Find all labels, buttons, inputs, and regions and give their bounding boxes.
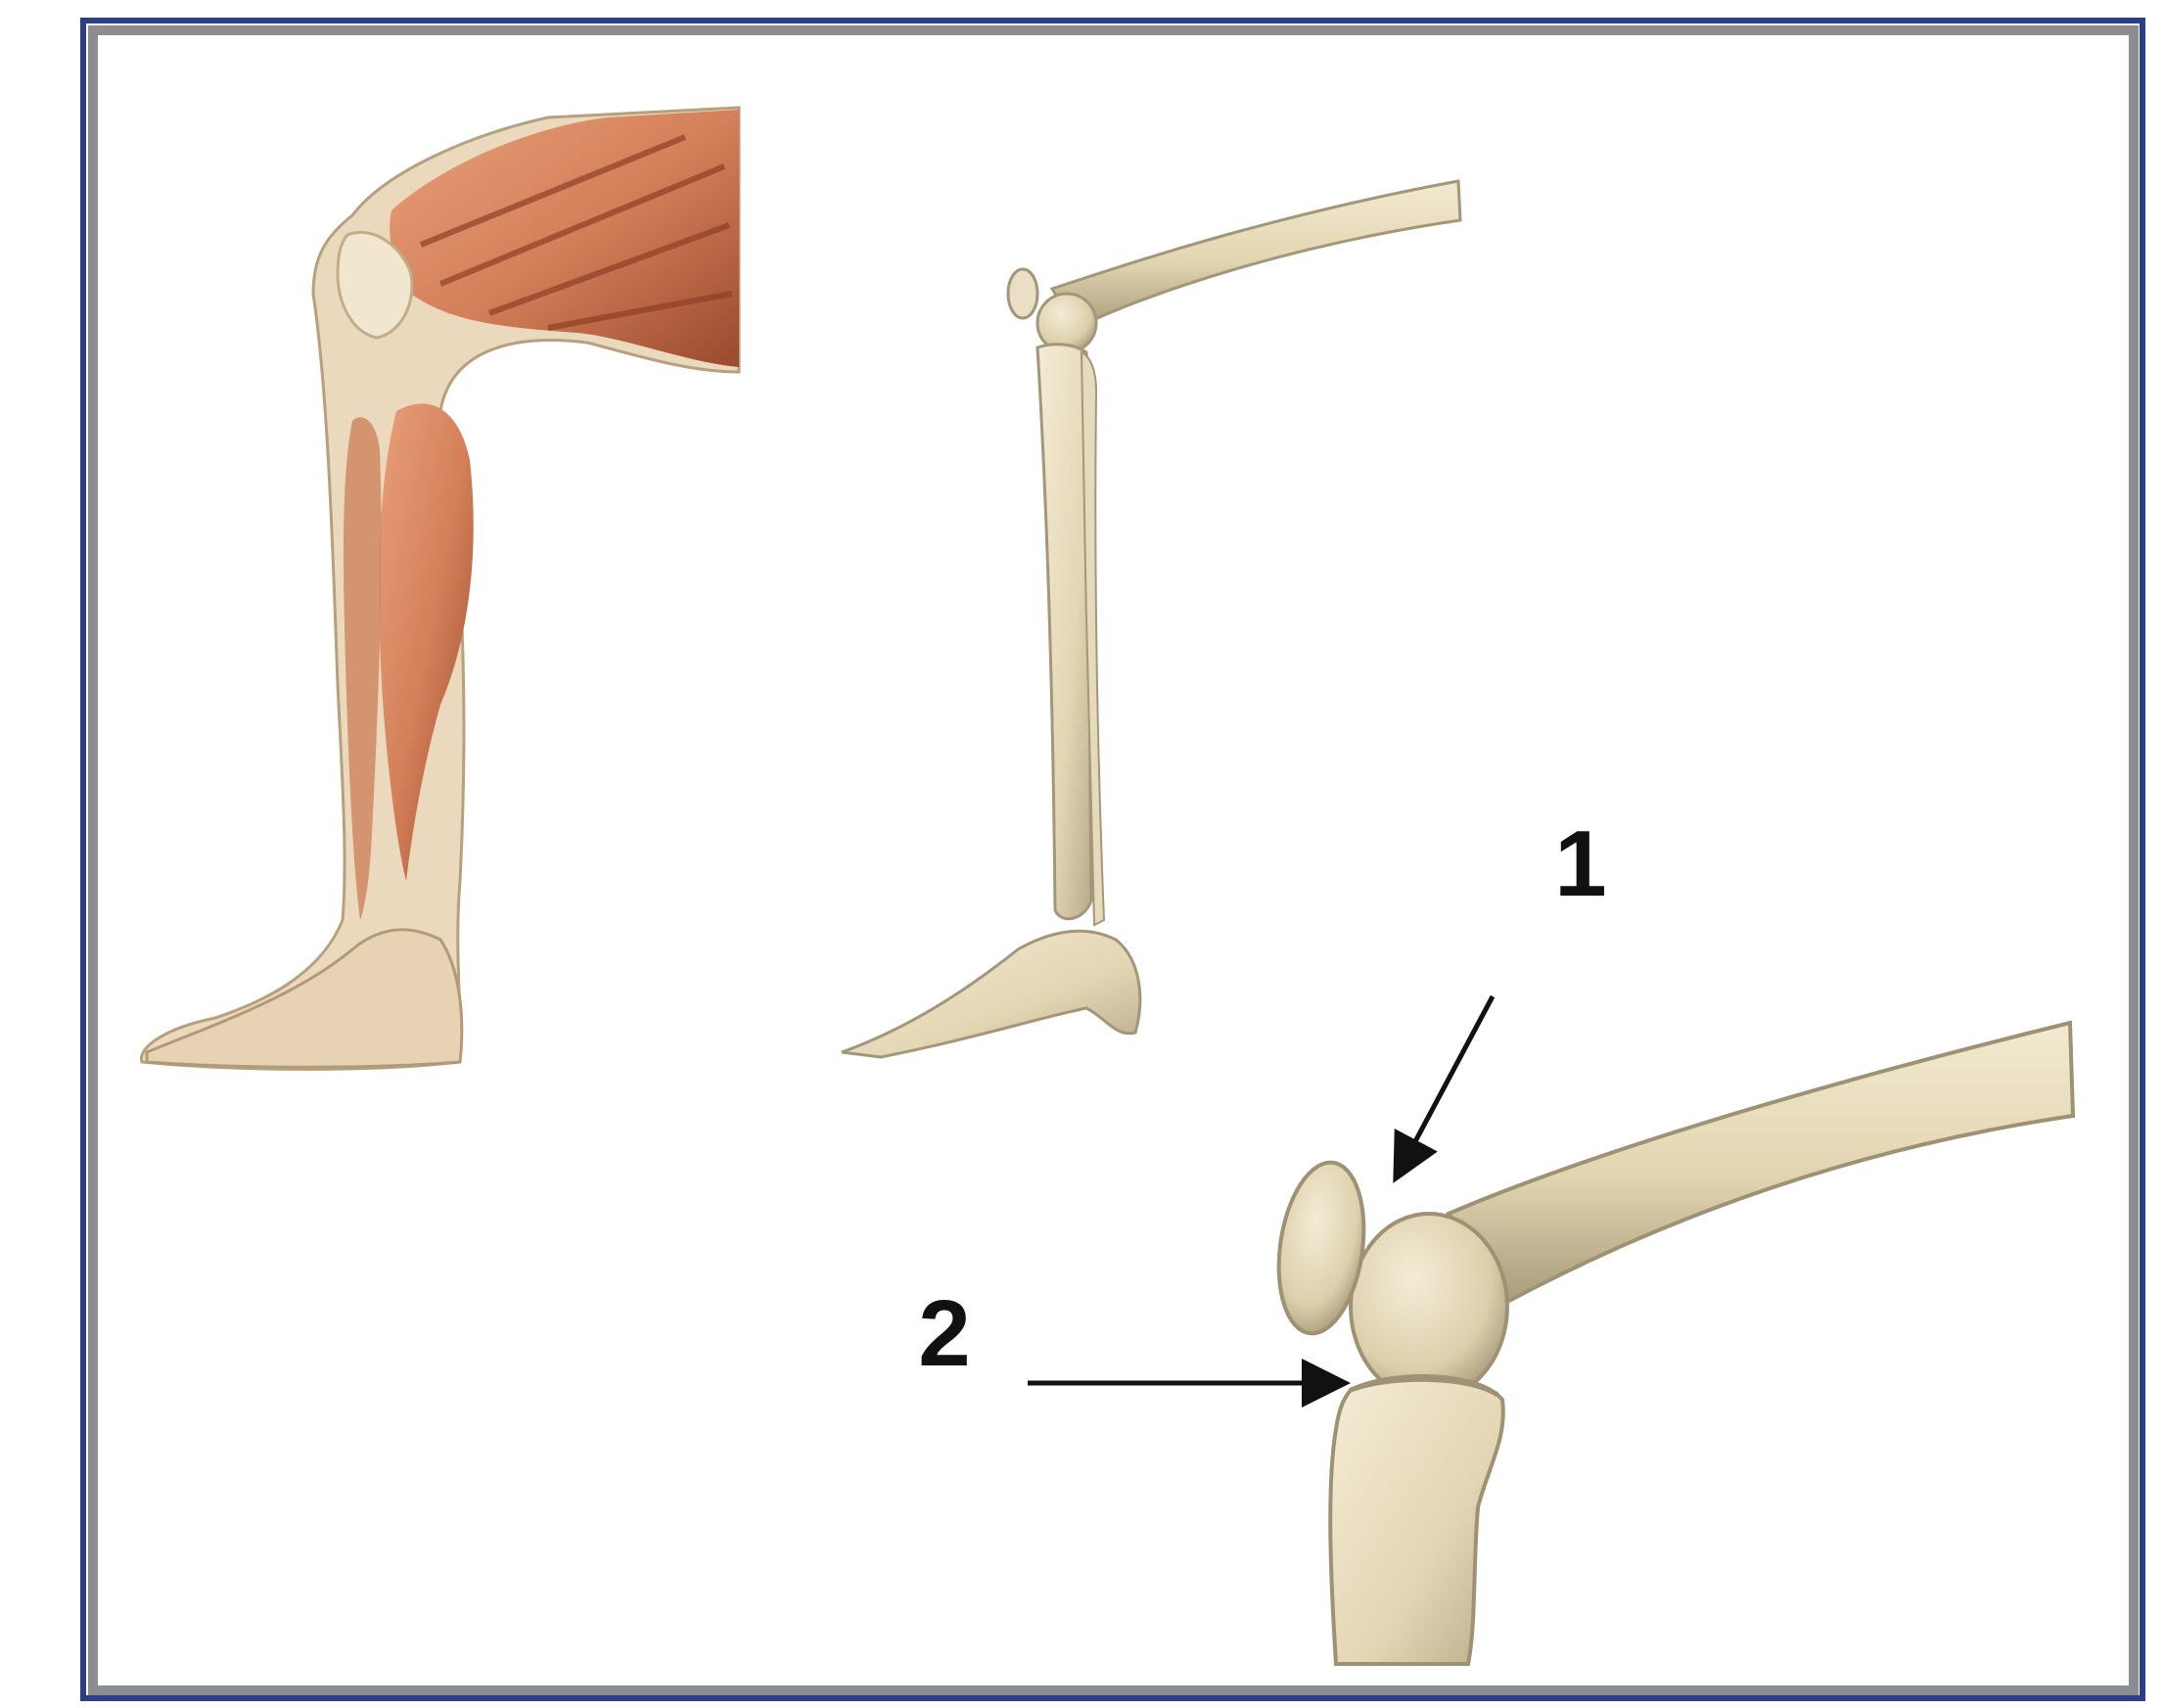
femur-shaft-closeup <box>1449 1023 2073 1302</box>
foot <box>147 930 462 1067</box>
patella-skeleton <box>1008 269 1037 318</box>
knee-closeup-illustration <box>1268 1023 2073 1664</box>
label-1: 1 <box>1554 811 1606 916</box>
skeleton-leg-illustration <box>842 181 1460 1057</box>
femur-bone <box>1052 181 1460 328</box>
arrow-1 <box>1398 996 1493 1175</box>
tibia-closeup <box>1330 1376 1503 1664</box>
femur-condyle-closeup <box>1351 1214 1507 1400</box>
label-2: 2 <box>918 1281 970 1386</box>
muscle-leg-illustration <box>141 108 739 1070</box>
foot-bones-skeleton <box>842 931 1140 1057</box>
